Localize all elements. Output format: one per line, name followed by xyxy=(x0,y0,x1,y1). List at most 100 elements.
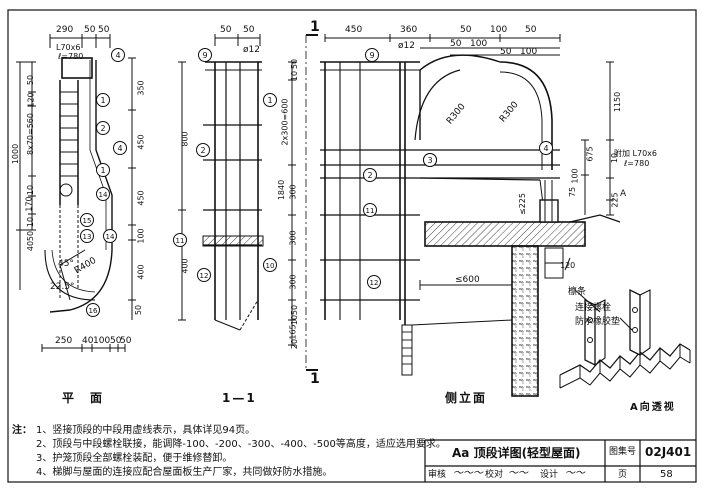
callout-number: 1 xyxy=(267,96,272,105)
section-dim-50a: 50 xyxy=(220,25,232,35)
callout-2: 2 xyxy=(96,121,110,135)
callout-11: 11 xyxy=(173,233,187,247)
callout-number: 14 xyxy=(99,191,108,199)
side-bolt-label: 连接螺栓 xyxy=(575,303,612,313)
callout-3: 3 xyxy=(423,153,437,167)
plan-dim-290: 290 xyxy=(56,25,74,35)
side-dim-50d: 50 xyxy=(500,47,512,57)
callout-9: 9 xyxy=(198,48,212,62)
callout-1: 1 xyxy=(263,93,277,107)
note-4: 4、梯脚与屋面的连接应配合屋面板生产厂家，共同做好防水措施。 xyxy=(36,467,333,478)
view-title-side: 侧立面 xyxy=(445,391,488,405)
side-elevation xyxy=(288,34,621,397)
callout-10: 10 xyxy=(263,258,277,272)
side-cut-mark-top: 1 xyxy=(310,19,320,35)
callout-16: 16 xyxy=(86,303,100,317)
callout-number: 9 xyxy=(369,51,374,60)
view-title-section: 1—1 xyxy=(222,391,257,405)
review-signature: ～～～ xyxy=(453,468,483,479)
plan-angle-label: L70x6 xyxy=(56,43,81,52)
callout-14: 14 xyxy=(96,187,110,201)
check-signature: ～～ xyxy=(508,468,528,479)
page-label: 页 xyxy=(618,470,628,480)
callout-number: 11 xyxy=(176,237,185,245)
callout-13: 13 xyxy=(80,229,94,243)
callout-12: 12 xyxy=(197,268,211,282)
side-dim-100c: 100 xyxy=(520,47,538,57)
a-view-perspective xyxy=(559,257,691,389)
callout-2: 2 xyxy=(196,143,210,157)
callout-number: 3 xyxy=(427,156,432,165)
section-pipe-label: ø12 xyxy=(243,45,260,55)
plan-dim-40b: 40 xyxy=(82,336,94,346)
side-dim-50c: 50 xyxy=(450,39,462,49)
plan-dim-50e: 50 xyxy=(110,336,122,346)
callout-11: 11 xyxy=(363,203,377,217)
callout-number: 2 xyxy=(100,124,105,133)
side-dim-50a: 50 xyxy=(460,25,472,35)
side-dim-600: ≤600 xyxy=(455,275,480,285)
drawing-title: Aa 顶段详图(轻型屋面) xyxy=(452,446,581,460)
plan-angle-45: 45° xyxy=(58,259,74,269)
plan-dim-50f: 50 xyxy=(120,336,132,346)
callout-4: 4 xyxy=(539,141,553,155)
callout-number: 4 xyxy=(115,51,120,60)
callout-12: 12 xyxy=(367,275,381,289)
section-view xyxy=(178,34,264,331)
callout-9: 9 xyxy=(365,48,379,62)
plan-length-label: ℓ=780 xyxy=(58,52,84,61)
callout-1: 1 xyxy=(96,163,110,177)
callout-number: 4 xyxy=(543,144,548,153)
side-washer-label: 防水橡胶垫 xyxy=(575,317,621,327)
atlas-label: 图集号 xyxy=(609,447,637,457)
side-pipe-label: ø12 xyxy=(398,41,415,51)
side-cut-mark-bottom: 1 xyxy=(310,371,320,387)
notes-heading: 注： xyxy=(12,425,32,436)
callout-number: 12 xyxy=(370,279,379,287)
callout-number: 2 xyxy=(367,171,372,180)
atlas-number: 02J401 xyxy=(645,445,692,459)
design-label: 设计 xyxy=(540,470,559,480)
plan-dim-50b: 50 xyxy=(98,25,110,35)
plan-dim-50a: 50 xyxy=(84,25,96,35)
view-title-plan: 平 面 xyxy=(62,391,105,405)
plan-dim-250: 250 xyxy=(55,336,73,346)
callout-4: 4 xyxy=(111,48,125,62)
callout-number: 13 xyxy=(83,233,92,241)
plan-dim-100: 100 xyxy=(93,336,111,346)
callout-2: 2 xyxy=(363,168,377,182)
callout-number: 1 xyxy=(100,96,105,105)
callout-number: 9 xyxy=(202,51,207,60)
note-3: 3、护笼顶段全部螺栓装配，便于维修替卸。 xyxy=(36,453,233,464)
callout-number: 16 xyxy=(89,307,98,315)
side-dim-120: 120 xyxy=(560,261,576,270)
side-dim-360: 360 xyxy=(400,25,418,35)
side-arrow-a: A xyxy=(620,189,627,199)
callout-number: 12 xyxy=(200,272,209,280)
side-length-label: ℓ=780 xyxy=(624,159,650,168)
plan-angle-22: 22.5° xyxy=(50,282,75,292)
title-block-frame xyxy=(7,9,697,483)
note-2: 2、顶段与中段螺栓联接，能调降-100、-200、-300、-400、-500等… xyxy=(36,439,446,450)
review-label: 审核 xyxy=(428,470,447,480)
design-signature: ～～ xyxy=(565,468,585,479)
side-dim-450: 450 xyxy=(345,25,363,35)
side-dim-100b: 100 xyxy=(470,39,488,49)
callout-number: 15 xyxy=(83,217,92,225)
section-dim-50b: 50 xyxy=(243,25,255,35)
callout-number: 14 xyxy=(106,233,115,241)
callout-number: 2 xyxy=(200,146,205,155)
side-plate-label: 檩条 xyxy=(568,287,587,297)
callout-number: 1 xyxy=(100,166,105,175)
side-dim-50b: 50 xyxy=(525,25,537,35)
page-number: 58 xyxy=(660,469,673,480)
callout-15: 15 xyxy=(80,213,94,227)
callout-number: 11 xyxy=(366,207,375,215)
callout-1: 1 xyxy=(96,93,110,107)
callout-number: 10 xyxy=(266,262,275,270)
note-1: 1、竖接顶段的中段用虚线表示，具体详见94页。 xyxy=(36,425,256,436)
view-title-a: A向透视 xyxy=(630,402,676,413)
